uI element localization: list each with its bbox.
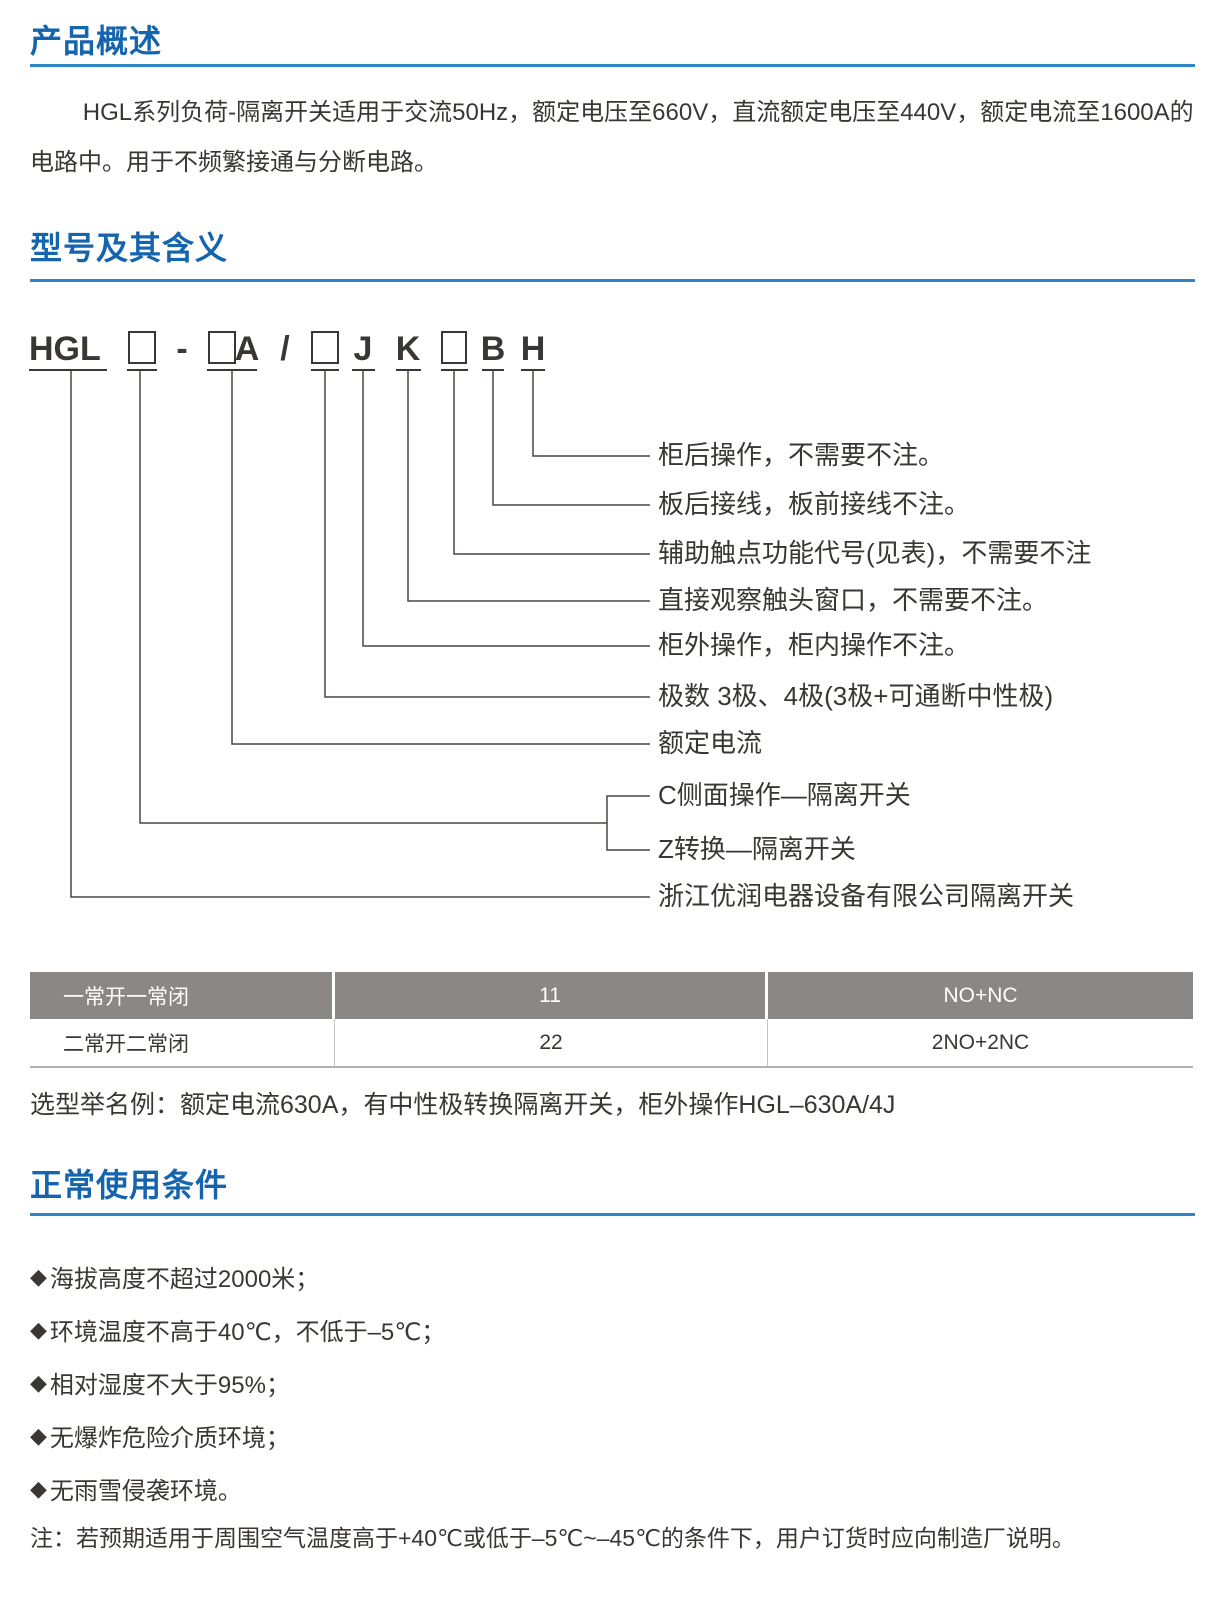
list-item: ◆ 环境温度不高于40℃，不低于–5℃； (30, 1303, 1195, 1356)
condition-text: 环境温度不高于40℃，不低于–5℃； (49, 1319, 446, 1346)
table-cell-contacts: NO+NC (943, 983, 1018, 1007)
code-b-text: B (481, 330, 506, 368)
usage-note: 注：若预期适用于周围空气温度高于+40℃或低于–5℃~–45℃的条件下，用户订货… (30, 1525, 1075, 1551)
overview-paragraph: HGL系列负荷-隔离开关适用于交流50Hz，额定电压至660V，直流额定电压至4… (30, 99, 1194, 176)
leader-fork-cz (606, 795, 650, 851)
table-row: 一常开一常闭 11 NO+NC (30, 972, 1193, 1019)
diagram-label: 柜后操作，不需要不注。 (658, 440, 944, 470)
leader-line-j (362, 370, 650, 647)
code-placeholder-box (128, 331, 156, 364)
diagram-label: 柜外操作，柜内操作不注。 (658, 630, 970, 660)
list-item: ◆ 无爆炸危险介质环境； (30, 1409, 1195, 1462)
table-cell-code: 11 (335, 972, 768, 1019)
leader-line-b (492, 370, 650, 506)
diagram-label: 辅助触点功能代号(见表)，不需要不注 (658, 538, 1091, 568)
leader-line-brand (70, 370, 650, 898)
leader-line-k (407, 370, 650, 602)
diamond-bullet-icon: ◆ (30, 1316, 47, 1342)
diagram-label: 直接观察触头窗口，不需要不注。 (658, 585, 1048, 615)
code-slash-text: / (280, 330, 290, 368)
section-rule (30, 1213, 1195, 1216)
code-ampere-text: A (235, 330, 260, 368)
diamond-bullet-icon: ◆ (30, 1263, 47, 1289)
code-h-text: H (521, 330, 546, 368)
diamond-bullet-icon: ◆ (30, 1422, 47, 1448)
diagram-label: 浙江优润电器设备有限公司隔离开关 (658, 881, 1074, 911)
code-hyphen-text: - (176, 330, 187, 368)
selection-example: 选型举名例：额定电流630A，有中性极转换隔离开关，柜外操作HGL–630A/4… (30, 1091, 896, 1119)
diamond-bullet-icon: ◆ (30, 1369, 47, 1395)
condition-text: 无爆炸危险介质环境； (49, 1425, 290, 1452)
table-row: 二常开二常闭 22 2NO+2NC (30, 1019, 1193, 1068)
table-cell-code: 22 (335, 1019, 768, 1066)
leader-line-h (532, 370, 650, 457)
aux-contact-table: 一常开一常闭 11 NO+NC 二常开二常闭 22 2NO+2NC (30, 972, 1193, 1068)
condition-text: 相对湿度不大于95%； (49, 1372, 290, 1399)
model-code-diagram: HGL - A / J K B H 柜后操作，不需要不注。 板后接线，板前接线不… (29, 330, 1091, 911)
section-title-usage: 正常使用条件 (30, 1167, 229, 1203)
condition-text: 海拔高度不超过2000米； (49, 1266, 320, 1293)
section-rule (30, 279, 1195, 282)
code-placeholder-box (441, 331, 467, 364)
list-item: ◆ 无雨雪侵袭环境。 (30, 1462, 1195, 1515)
diagram-label: 板后接线，板前接线不注。 (658, 489, 970, 519)
diamond-bullet-icon: ◆ (30, 1475, 47, 1501)
code-k-text: K (396, 330, 421, 368)
table-cell-name: 二常开二常闭 (30, 1019, 335, 1066)
leader-line-type-box (139, 370, 607, 824)
code-j-text: J (354, 330, 373, 368)
section-rule (30, 64, 1195, 67)
list-item: ◆ 海拔高度不超过2000米； (30, 1250, 1195, 1303)
section-title-overview: 产品概述 (30, 23, 163, 59)
code-brand-text: HGL (29, 330, 101, 368)
diagram-label: Z转换—隔离开关 (658, 834, 856, 864)
diagram-label: C侧面操作—隔离开关 (658, 780, 911, 810)
diagram-label: 额定电流 (658, 728, 762, 758)
section-title-model: 型号及其含义 (30, 230, 229, 266)
list-item: ◆ 相对湿度不大于95%； (30, 1356, 1195, 1409)
usage-conditions-list: ◆ 海拔高度不超过2000米； ◆ 环境温度不高于40℃，不低于–5℃； ◆ 相… (30, 1250, 1195, 1515)
leader-line-aux-box (453, 370, 650, 555)
condition-text: 无雨雪侵袭环境。 (49, 1478, 242, 1505)
table-cell-contacts: 2NO+2NC (931, 1030, 1030, 1054)
code-placeholder-box (311, 331, 339, 364)
code-placeholder-box (208, 331, 236, 364)
leader-line-poles-box (324, 370, 650, 698)
table-cell-name: 一常开一常闭 (30, 972, 335, 1019)
diagram-label: 极数 3极、4极(3极+可通断中性极) (658, 681, 1053, 711)
leader-line-current-box (231, 370, 650, 745)
